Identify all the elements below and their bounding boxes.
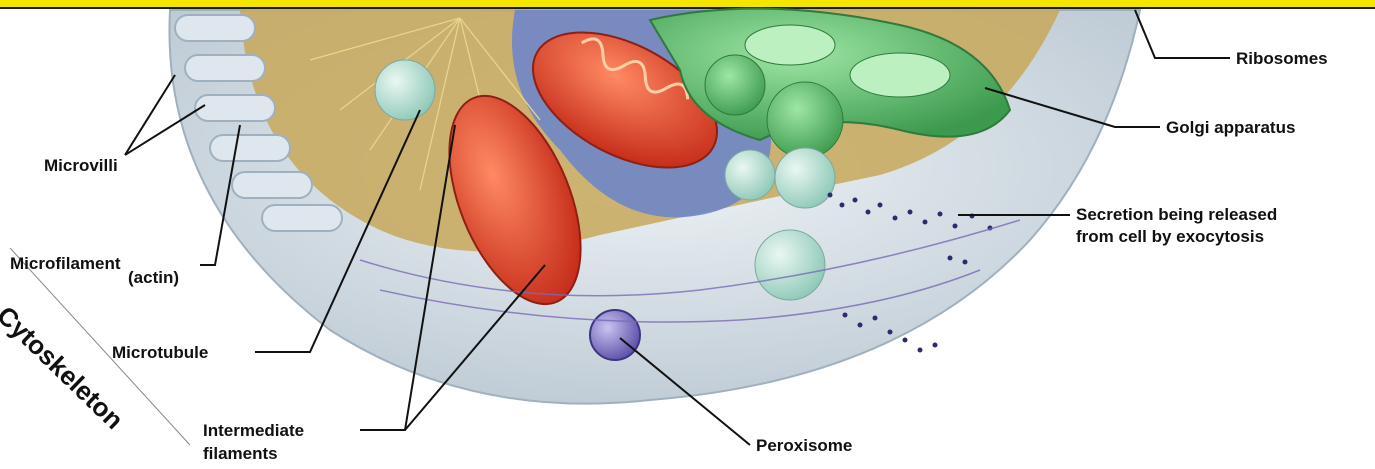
- label-secretion-line2: from cell by exocytosis: [1076, 226, 1264, 247]
- label-ribosomes: Ribosomes: [1236, 48, 1328, 69]
- label-microtubule: Microtubule: [112, 342, 208, 363]
- label-peroxisome: Peroxisome: [756, 435, 852, 456]
- label-microvilli: Microvilli: [44, 155, 118, 176]
- secretory-vesicle-1: [775, 148, 835, 208]
- peroxisome: [590, 310, 640, 360]
- label-intermediate-line1: Intermediate: [203, 420, 304, 441]
- vesicle-top: [375, 60, 435, 120]
- secretory-vesicle-3: [755, 230, 825, 300]
- secretory-vesicle-2: [725, 150, 775, 200]
- label-microfilament: Microfilament: [10, 253, 121, 274]
- label-golgi-apparatus: Golgi apparatus: [1166, 117, 1295, 138]
- label-intermediate-line2: filaments: [203, 443, 278, 464]
- label-actin: (actin): [128, 267, 179, 288]
- label-secretion-line1: Secretion being released: [1076, 204, 1277, 225]
